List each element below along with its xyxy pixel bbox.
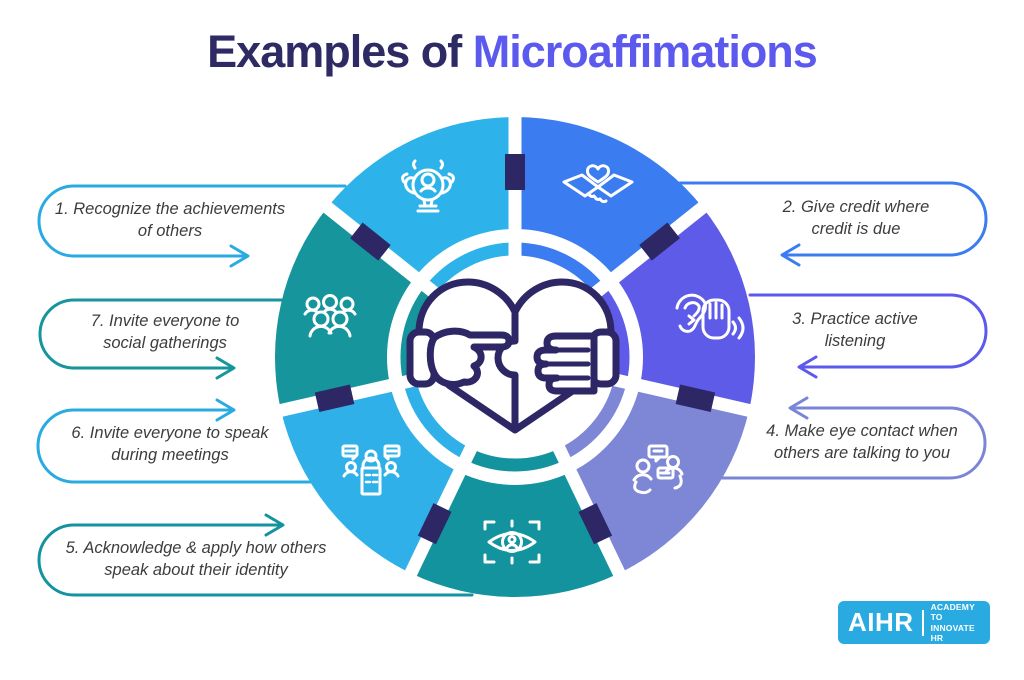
segment-connector	[314, 384, 355, 412]
callout-2-text: 2. Give credit where credit is due	[741, 197, 971, 240]
logo-tagline-line: INNOVATE HR	[930, 622, 975, 644]
callout-1-arrow	[229, 244, 250, 268]
callout-1-outline	[37, 184, 347, 258]
title-space	[461, 26, 473, 77]
callout-2-arrow	[780, 243, 801, 267]
wedge-speak-meetings	[281, 385, 460, 574]
callout-line: 4. Make eye contact when	[766, 422, 958, 440]
handshake-heart-icon	[562, 164, 634, 204]
callout-2-outline	[678, 181, 988, 257]
callout-4-arrow	[788, 396, 809, 420]
identity-eye-icon	[483, 519, 541, 565]
inner-arc-2	[514, 242, 605, 294]
callout-6-arrow	[215, 398, 236, 422]
aihr-logo: AIHR ACADEMY TO INNOVATE HR	[838, 601, 990, 644]
logo-divider	[921, 609, 924, 636]
callout-line: 5. Acknowledge & apply how others	[65, 539, 327, 557]
wedge-icons	[303, 159, 745, 565]
title-prefix: Examples of	[207, 26, 462, 77]
callout-5-text: 5. Acknowledge & apply how others speak …	[46, 538, 346, 581]
callout-line: listening	[824, 331, 886, 350]
segment-connector	[639, 222, 680, 261]
callout-line: 7. Invite everyone to	[90, 312, 240, 330]
callout-line: 2. Give credit where	[782, 198, 930, 216]
callout-4-outline	[720, 406, 987, 480]
inner-arc-4	[558, 379, 627, 461]
callout-line: credit is due	[811, 219, 901, 238]
segment-connector	[417, 503, 452, 545]
inner-arc-6	[403, 379, 472, 461]
callout-6-outline	[36, 408, 312, 484]
page-title: Examples of Microaffimations	[0, 26, 1024, 78]
callout-line: 3. Practice active	[792, 310, 918, 328]
callout-7-text: 7. Invite everyone to social gatherings	[40, 311, 290, 354]
conversation-icon	[632, 444, 684, 495]
callout-line: others are talking to you	[773, 443, 951, 462]
segment-connector	[675, 384, 716, 412]
callout-line: social gatherings	[103, 333, 227, 352]
award-person-icon	[401, 159, 455, 213]
heart-hands-icon	[406, 278, 620, 434]
callout-line: 6. Invite everyone to speak	[71, 424, 269, 442]
callout-3-text: 3. Practice active listening	[740, 309, 970, 352]
callout-3-outline	[748, 293, 988, 369]
callout-line: during meetings	[111, 445, 229, 464]
callout-bubbles	[36, 181, 988, 597]
callout-3-arrow	[797, 355, 818, 379]
callout-line: 1. Recognize the achievements	[54, 200, 286, 218]
callout-7-outline	[38, 298, 285, 370]
logo-tagline-line: ACADEMY TO	[930, 601, 975, 623]
meeting-speakers-icon	[341, 444, 401, 496]
callout-7-arrow	[215, 356, 236, 380]
segment-connector	[505, 154, 525, 190]
segment-connectors	[314, 154, 716, 545]
callout-6-text: 6. Invite everyone to speak during meeti…	[45, 423, 295, 466]
segment-connector	[578, 503, 613, 545]
callout-5-arrow	[264, 513, 285, 537]
ear-listening-icon	[675, 293, 745, 340]
inner-arc-3	[594, 285, 630, 383]
title-highlight: Microaffimations	[472, 26, 818, 77]
callout-4-text: 4. Make eye contact when others are talk…	[742, 421, 982, 464]
logo-tagline: ACADEMY TO INNOVATE HR	[931, 602, 980, 644]
people-group-icon	[303, 294, 357, 338]
left-hand	[426, 327, 513, 388]
inner-arc-1	[425, 242, 516, 294]
inner-arc-5	[465, 448, 565, 472]
callout-1-text: 1. Recognize the achievements of others	[45, 199, 295, 242]
callout-line: speak about their identity	[104, 560, 288, 579]
callout-line: of others	[137, 221, 203, 240]
aihr-logo-brand: AIHR	[848, 607, 914, 637]
right-hand-fingers	[543, 347, 591, 381]
segment-connector	[350, 222, 391, 261]
callout-5-outline	[37, 523, 474, 597]
